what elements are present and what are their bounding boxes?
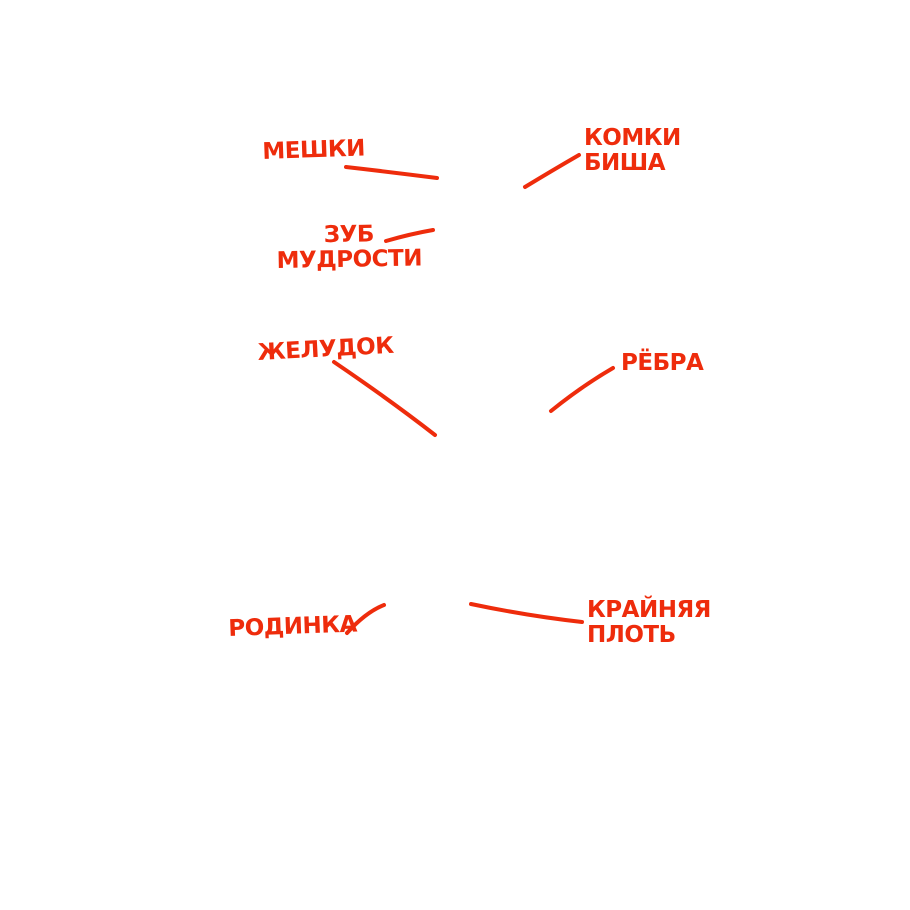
pointer-line-zheludok <box>332 360 437 437</box>
pointer-line-rodinka <box>345 603 386 635</box>
label-komki-line1: КОМКИ <box>584 125 681 151</box>
pointer-line-rebra <box>549 366 615 413</box>
pointer-line-komki-bisha <box>523 153 581 189</box>
label-krajnyaya-plot: КРАЙНЯЯ ПЛОТЬ <box>587 598 711 648</box>
label-zub-mudrosti: ЗУБ МУДРОСТИ <box>276 221 422 274</box>
label-komki-line2: БИША <box>584 150 665 176</box>
label-rodinka-text: РОДИНКА <box>227 611 358 642</box>
label-plot-line1: КРАЙНЯЯ <box>587 597 711 623</box>
pointer-line-krajnyaya-plot <box>469 602 584 624</box>
pointer-line-zub-mudrosti <box>384 228 435 243</box>
label-meshki-text: МЕШКИ <box>261 135 366 165</box>
label-komki-bisha: КОМКИ БИША <box>584 126 681 176</box>
label-rebra: РЁБРА <box>621 350 704 376</box>
pointer-line-meshki <box>344 165 439 180</box>
label-meshki: МЕШКИ <box>261 135 366 165</box>
label-rebra-text: РЁБРА <box>621 350 704 376</box>
label-plot-line2: ПЛОТЬ <box>587 622 676 648</box>
label-rodinka: РОДИНКА <box>227 611 358 642</box>
label-zub-line2: МУДРОСТИ <box>276 245 423 274</box>
